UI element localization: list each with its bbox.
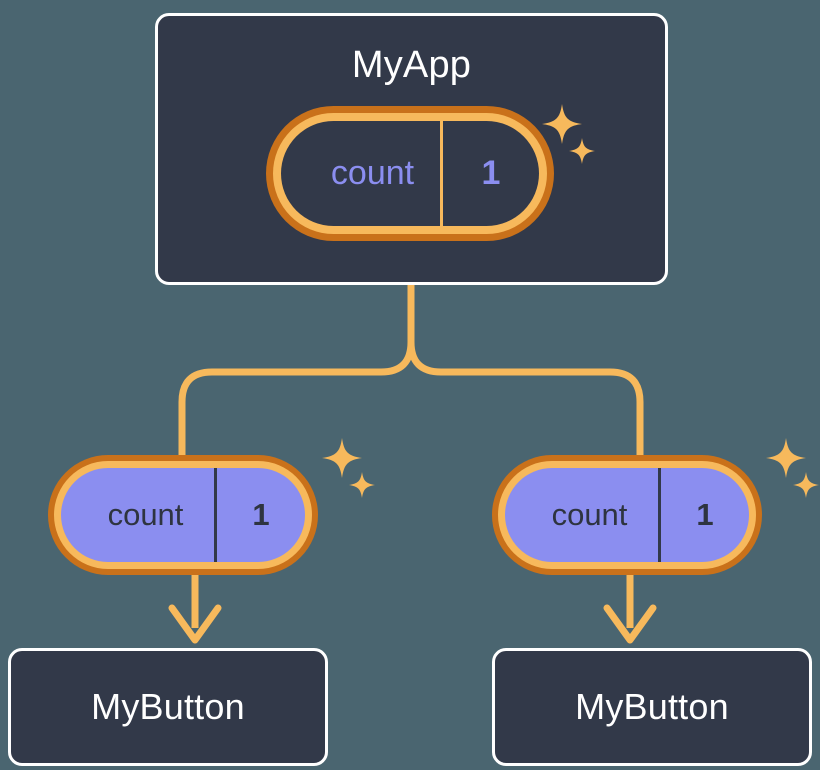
state-pill-child-left[interactable]: count 1	[48, 455, 318, 575]
state-value-child-right: 1	[658, 468, 749, 562]
state-key-child-left: count	[107, 497, 184, 532]
component-label-myapp: MyApp	[351, 44, 472, 86]
state-pill-child-left-body: count 1	[61, 468, 305, 562]
state-value-root: 1	[440, 121, 539, 226]
state-key-root: count	[330, 154, 415, 192]
component-box-mybutton-left[interactable]: MyButton	[8, 648, 328, 766]
arrow-left-head	[168, 604, 222, 644]
component-box-mybutton-right[interactable]: MyButton	[492, 648, 812, 766]
state-pill-root-ring: count 1	[273, 113, 547, 234]
connector-root-to-right	[407, 281, 644, 474]
state-pill-root-body: count 1	[281, 121, 539, 226]
arrow-right-head	[603, 604, 657, 644]
component-label-mybutton-left: MyButton	[91, 686, 245, 727]
state-pill-child-right-ring: count 1	[498, 461, 756, 569]
state-value-child-left: 1	[214, 468, 305, 562]
state-pill-child-right-body: count 1	[505, 468, 749, 562]
state-pill-child-right[interactable]: count 1	[492, 455, 762, 575]
state-pill-child-left-ring: count 1	[54, 461, 312, 569]
connector-root-to-left	[178, 281, 415, 474]
component-label-mybutton-right: MyButton	[575, 686, 729, 727]
state-key-child-right: count	[551, 497, 628, 532]
state-pill-root[interactable]: count 1	[266, 106, 554, 241]
